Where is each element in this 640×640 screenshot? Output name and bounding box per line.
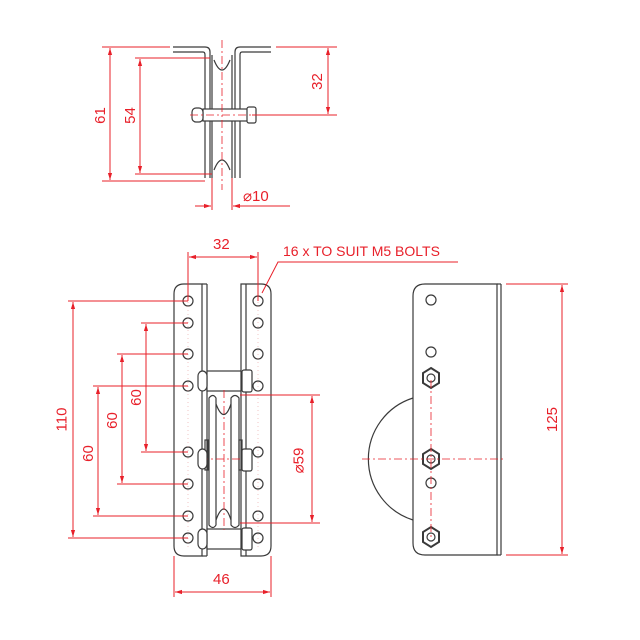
top-view-axle-height-32: 32 [308, 73, 326, 90]
front-view-wheel-diameter: ⌀59 [290, 447, 308, 474]
front-view-hole-spacing-32: 32 [213, 236, 230, 253]
wheel-diameter-value: 59 [290, 447, 308, 465]
diameter-symbol: ⌀ [290, 464, 308, 474]
front-view [68, 252, 458, 597]
front-view-width-46: 46 [213, 571, 230, 588]
front-view-bolt-note: 16 x TO SUIT M5 BOLTS [283, 243, 440, 259]
side-view-height-125: 125 [544, 406, 562, 433]
front-view-span-60-c: 60 [79, 445, 97, 462]
side-view [362, 283, 568, 556]
mounting-holes-right [252, 295, 264, 544]
mounting-holes-left [182, 295, 194, 544]
diameter-symbol: ⌀ [243, 188, 253, 205]
top-view-height-54: 54 [121, 107, 139, 124]
top-view-wheel-width: ⌀10 [243, 189, 269, 204]
top-view [102, 40, 337, 210]
wheel-width-value: 10 [252, 188, 269, 205]
front-view-span-60-b: 60 [103, 412, 121, 429]
front-view-total-span-110: 110 [53, 407, 71, 432]
top-view-height-61: 61 [91, 107, 109, 124]
front-view-span-60-a: 60 [127, 389, 145, 406]
